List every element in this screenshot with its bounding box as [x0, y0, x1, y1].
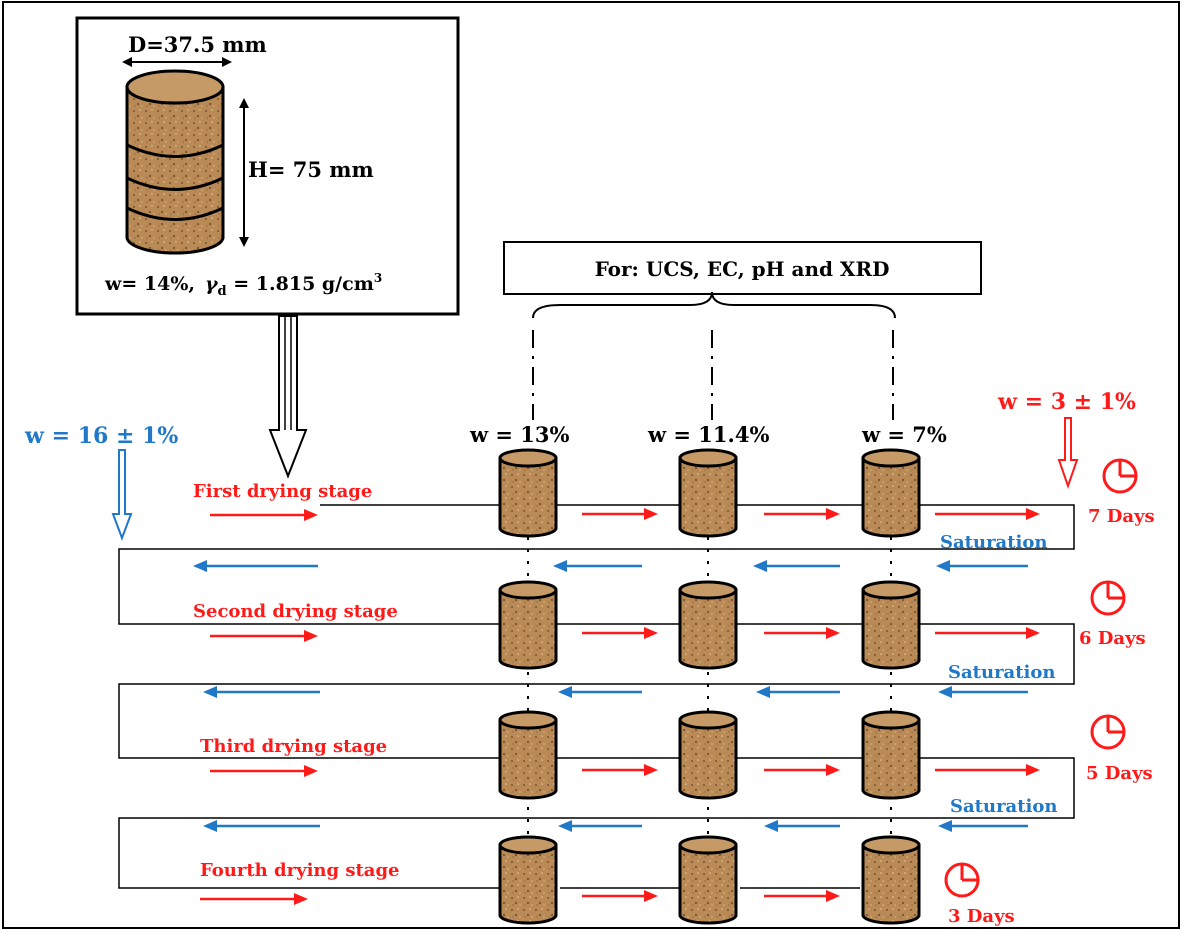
unit-weight-subscript: d [218, 284, 227, 299]
stage-label: First drying stage [193, 481, 372, 502]
soil-cylinder-icon [861, 835, 921, 925]
soil-cylinder-icon [498, 448, 558, 538]
moisture-point-3: w = 7% [861, 422, 947, 447]
final-moisture-label: w = 3 ± 1% [997, 389, 1136, 415]
clock-icon [1090, 580, 1126, 616]
stage-row: Fourth drying stage 3 Days [200, 835, 1015, 927]
hollow-down-arrow [268, 315, 308, 479]
drying-arrowhead [826, 764, 840, 776]
drying-arrowhead [644, 764, 658, 776]
specimen-cylinder-icon [125, 69, 225, 255]
soil-cylinder-icon [678, 580, 738, 670]
days-label: 7 Days [1088, 506, 1155, 527]
drying-arrowhead [826, 890, 840, 902]
soil-cylinder-icon [861, 448, 921, 538]
stage-row: Third drying stage 5 Days Saturation [200, 710, 1153, 817]
soil-cylinder-icon [498, 835, 558, 925]
drying-arrowhead [304, 765, 318, 777]
stage-row: Second drying stage 6 Days Saturation [193, 580, 1146, 683]
drying-arrowhead [826, 508, 840, 520]
clock-icon [1090, 714, 1126, 750]
moisture-point-1: w = 13% [469, 422, 570, 447]
stage-label: Third drying stage [200, 736, 387, 757]
wetting-arrows-row [203, 686, 1028, 698]
drying-arrowhead [826, 627, 840, 639]
drying-arrowhead [1026, 764, 1040, 776]
days-label: 6 Days [1079, 628, 1146, 649]
soil-cylinder-icon [498, 710, 558, 800]
initial-moisture-label: w = 16 ± 1% [24, 423, 178, 449]
diameter-label: D=37.5 mm [128, 32, 267, 57]
drying-arrowhead [644, 627, 658, 639]
tests-box [503, 241, 982, 295]
unit-superscript: 3 [374, 271, 382, 285]
drying-arrowhead [1026, 627, 1040, 639]
drying-arrowhead [304, 630, 318, 642]
days-label: 5 Days [1086, 763, 1153, 784]
stage-label: Fourth drying stage [200, 860, 400, 881]
wetting-arrows-row [203, 820, 1028, 832]
drying-arrowhead [304, 509, 318, 521]
drying-hollow-arrow [1057, 417, 1079, 490]
dry-unit-weight-value: = 1.815 g/cm [227, 273, 374, 295]
specimen-properties: w= 14%, γd = 1.815 g/cm3 [104, 271, 382, 299]
stage-label: Second drying stage [193, 601, 398, 622]
drying-arrowhead [294, 893, 308, 905]
water-content-value: w= 14%, [104, 273, 195, 295]
unit-weight-symbol: γ [205, 273, 219, 295]
soil-cylinder-icon [498, 580, 558, 670]
soil-cylinder-icon [678, 710, 738, 800]
tests-label: For: UCS, EC, pH and XRD [595, 257, 890, 281]
cycle-flow-lines [118, 504, 1075, 889]
wetting-arrows-row [193, 560, 1028, 572]
diameter-arrow-right [222, 57, 232, 67]
tests-panel: For: UCS, EC, pH and XRD [503, 241, 982, 420]
saturation-label: Saturation [948, 662, 1055, 683]
dotted-connectors [527, 525, 892, 855]
drying-arrowhead [1026, 508, 1040, 520]
specimen-panel: D=37.5 mm H= 75 mm w= 14%, γd = 1.815 g/c… [75, 16, 460, 316]
height-label: H= 75 mm [248, 157, 374, 182]
tests-brace [532, 291, 896, 319]
drying-arrowhead [644, 508, 658, 520]
height-arrow-bottom [239, 237, 249, 247]
height-arrow-top [239, 98, 249, 108]
saturation-label: Saturation [940, 532, 1047, 553]
soil-cylinder-icon [861, 580, 921, 670]
saturation-label: Saturation [950, 796, 1057, 817]
clock-icon [944, 862, 980, 898]
drying-arrowhead [644, 890, 658, 902]
days-label: 3 Days [948, 906, 1015, 927]
soil-cylinder-icon [861, 710, 921, 800]
clock-icon [1102, 458, 1138, 494]
diameter-arrow-left [122, 57, 132, 67]
moisture-point-2: w = 11.4% [647, 422, 769, 447]
stage-row: First drying stage 7 Days Saturation [193, 448, 1155, 553]
wetting-hollow-arrow [111, 449, 133, 541]
soil-cylinder-icon [678, 448, 738, 538]
soil-cylinder-icon [678, 835, 738, 925]
